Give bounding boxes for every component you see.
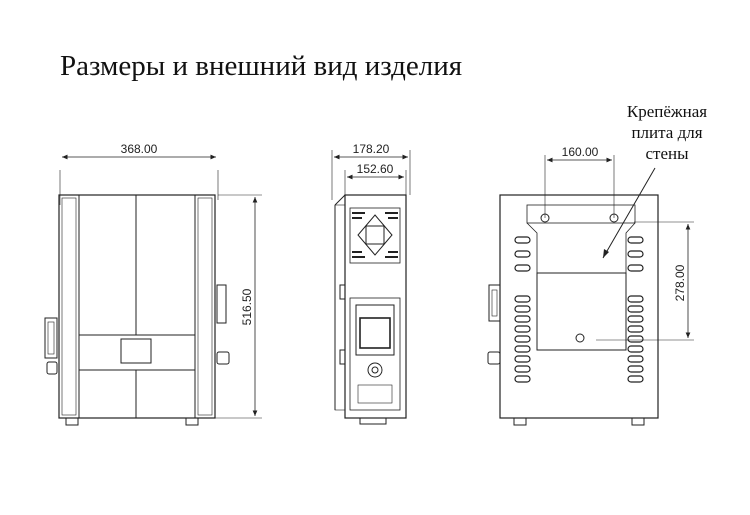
plate-width-dim: 160.00 [562, 145, 599, 159]
front-height-dim: 516.50 [240, 288, 254, 325]
side-outer-depth-dim: 178.20 [353, 142, 390, 156]
page-title: Размеры и внешний вид изделия [60, 50, 463, 82]
front-view: 368.00 516.50 [44, 142, 262, 426]
front-width-dim: 368.00 [121, 142, 158, 156]
back-view: 160.00 278.00 [487, 145, 694, 426]
side-view: 178.20 152.60 [331, 142, 411, 425]
side-inner-depth-dim: 152.60 [357, 162, 394, 176]
callout-line-1: Крепёжная [626, 102, 708, 121]
plate-height-dim: 278.00 [673, 264, 687, 301]
callout-line-3: стены [645, 144, 689, 163]
callout-line-2: плита для [631, 123, 703, 142]
mounting-plate-callout: Крепёжная плита для стены [608, 101, 726, 164]
